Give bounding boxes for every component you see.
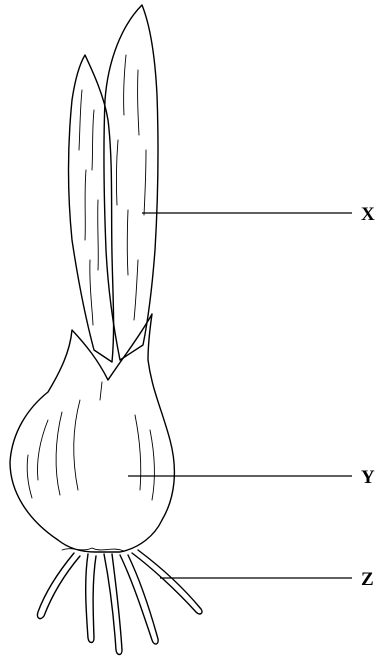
bulb: [10, 314, 174, 552]
label-z: Z: [361, 569, 374, 590]
left-leaf: [69, 55, 114, 362]
label-y: Y: [361, 467, 375, 488]
roots: [37, 550, 202, 655]
label-x: X: [361, 204, 375, 225]
